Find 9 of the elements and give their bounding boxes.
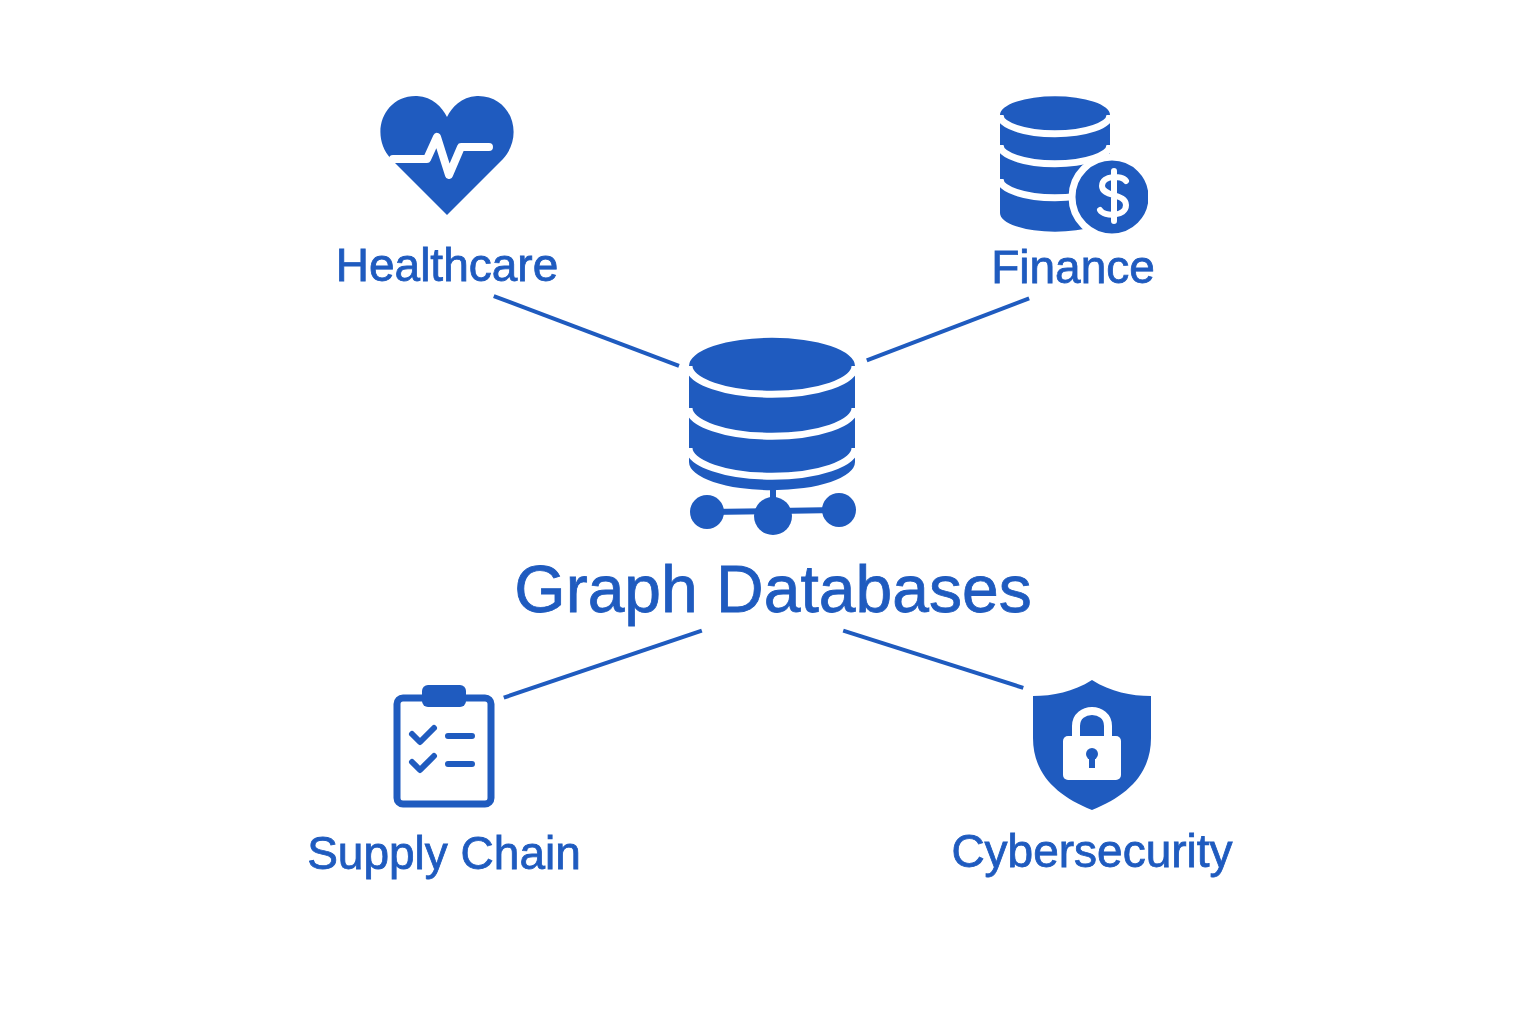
node-label: Supply Chain [307,828,581,879]
connector-line [866,296,1030,363]
connector-line [493,294,680,368]
node-label: Healthcare [335,240,559,291]
title-label: Graph Databases [514,553,1032,626]
connector-line [842,628,1024,690]
node-label: Finance [991,242,1155,293]
node-label: Cybersecurity [951,826,1233,877]
connector-line [503,628,703,700]
